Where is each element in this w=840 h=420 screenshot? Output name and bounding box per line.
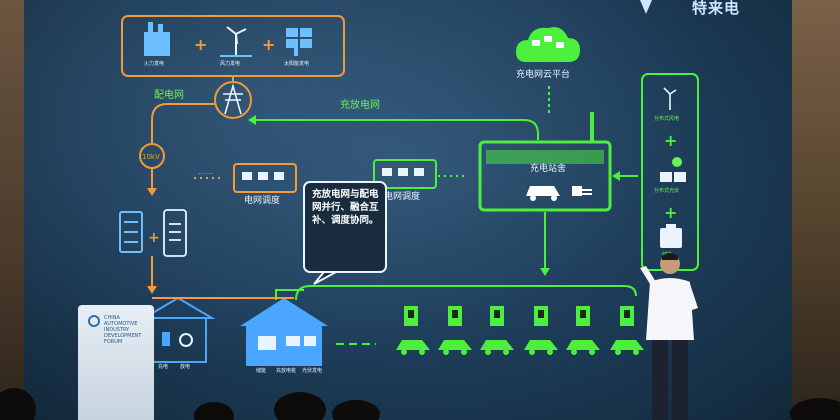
station-car-icon xyxy=(526,186,560,201)
bubble-text: 充放电网与配电网并行、融合互补、调度协同。 xyxy=(312,189,379,226)
solar-panel-icon xyxy=(286,28,312,56)
source-label-thermal: 火力发电 xyxy=(144,61,165,67)
charging-plug-icon xyxy=(572,186,592,196)
dispatch-box-1 xyxy=(233,163,297,193)
right-wall xyxy=(792,0,840,420)
wind-turbine-icon xyxy=(220,26,252,57)
ev-car-6 xyxy=(610,340,644,355)
svg-text:+: + xyxy=(148,230,160,246)
v2g-grid-label: 充放电网 xyxy=(340,100,380,111)
right-panel-label-wind: 分布式风电 xyxy=(654,116,680,122)
audience-silhouettes xyxy=(0,388,840,420)
house-icon xyxy=(240,298,328,366)
home-label-2: 充放电桩 xyxy=(276,368,297,374)
svg-text:+: + xyxy=(664,131,677,150)
battery-storage-icon xyxy=(660,224,682,248)
substation-house-icon xyxy=(140,296,216,363)
ev-car-2 xyxy=(438,340,472,355)
ev-charger-4 xyxy=(534,306,548,326)
podium-text: CHINA AUTOMOTIVE INDUSTRY DEVELOPMENT FO… xyxy=(104,315,142,345)
plus-sign-1: + xyxy=(194,35,207,54)
transmission-tower-icon xyxy=(223,83,243,115)
source-label-wind: 风力发电 xyxy=(220,61,241,67)
projection-screen: + + xyxy=(24,0,792,420)
ev-car-5 xyxy=(566,340,600,355)
solar-panel-icon-small xyxy=(660,157,686,182)
home-label-1: 储能 xyxy=(256,368,267,374)
energy-network-diagram: + + xyxy=(119,15,699,366)
source-label-solar: 太阳能发电 xyxy=(284,61,310,67)
dispatch-label-2: 电网调度 xyxy=(384,192,421,202)
left-wall xyxy=(0,0,24,420)
speech-bubble xyxy=(303,181,387,273)
cloud-label: 充电网云平台 xyxy=(516,70,571,80)
ev-charger-6 xyxy=(620,306,634,326)
podium: CHINA AUTOMOTIVE INDUSTRY DEVELOPMENT FO… xyxy=(78,305,154,420)
substation-label-2: 放电 xyxy=(180,364,191,370)
distribution-grid-label: 配电网 xyxy=(154,90,184,101)
brand-name: 特来电 xyxy=(691,0,740,17)
right-panel-label-solar: 分布式光伏 xyxy=(654,188,680,194)
ev-charger-1 xyxy=(404,306,418,326)
voltage-badge: 10kV xyxy=(142,153,160,161)
svg-text:+: + xyxy=(664,203,677,222)
meter-icon xyxy=(163,209,187,257)
ev-charger-2 xyxy=(448,306,462,326)
station-label: 充电站舍 xyxy=(530,164,567,174)
plus-sign-2: + xyxy=(262,35,275,54)
ev-car-3 xyxy=(480,340,514,355)
ev-car-4 xyxy=(524,340,558,355)
home-label-3: 光伏发电 xyxy=(302,368,323,374)
speaker-person xyxy=(640,253,698,420)
cloud-icon xyxy=(516,27,580,62)
brand-logo-icon xyxy=(640,0,652,14)
podium-logo-icon xyxy=(88,315,100,327)
ev-charger-5 xyxy=(576,306,590,326)
wind-turbine-icon-small xyxy=(663,87,677,110)
ev-row xyxy=(396,306,644,355)
substation-label-1: 充电 xyxy=(158,364,169,370)
transformer-icon xyxy=(119,211,143,253)
ev-car-1 xyxy=(396,340,430,355)
dispatch-dots: ...... xyxy=(198,167,214,176)
ev-bus-line xyxy=(295,285,637,301)
v2g-line xyxy=(252,119,539,140)
charging-station-box xyxy=(478,140,612,212)
ev-charger-3 xyxy=(490,306,504,326)
dispatch-box-2 xyxy=(373,159,437,189)
distribution-line xyxy=(151,103,215,143)
dispatch-label-1: 电网调度 xyxy=(244,196,281,206)
thermal-plant-icon xyxy=(144,22,170,56)
